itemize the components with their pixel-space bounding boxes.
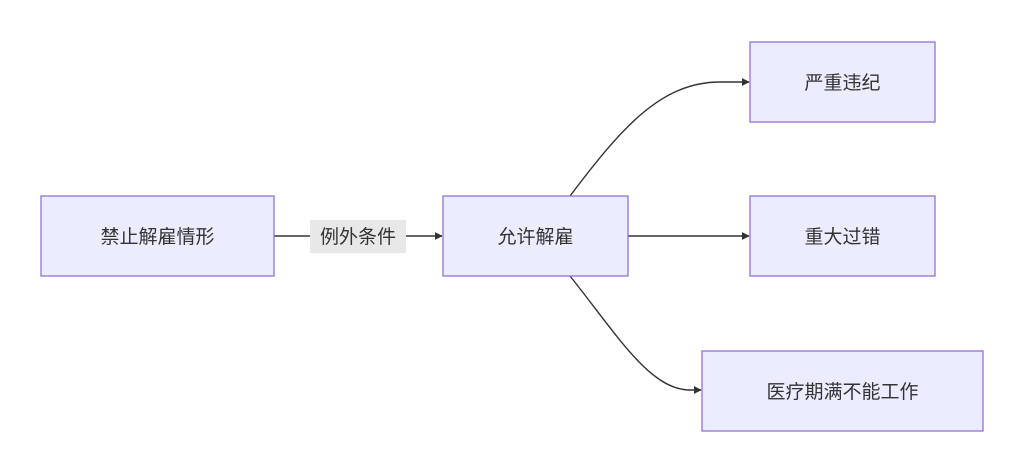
edge-allowed-to-incompetent: [569, 275, 702, 394]
node-box: [701, 350, 984, 432]
edge-label-exception-conditions: 例外条件: [310, 220, 406, 253]
node-label: 重大过错: [804, 226, 880, 248]
node-major-fault: 重大过错: [749, 195, 936, 277]
node-box: [749, 41, 936, 123]
node-box: [749, 195, 936, 277]
node-label: 禁止解雇情形: [100, 226, 214, 248]
node-prohibited-dismissal: 禁止解雇情形: [40, 195, 275, 277]
edge-label-background: [310, 220, 406, 253]
node-box: [40, 195, 275, 277]
node-label: 医疗期满不能工作: [766, 381, 918, 403]
edge-label-text: 例外条件: [320, 226, 396, 248]
node-serious-violation: 严重违纪: [749, 41, 936, 123]
node-label: 允许解雇: [497, 226, 573, 248]
node-allowed-dismissal: 允许解雇: [442, 195, 629, 277]
edge-allowed-to-serious-violation: [569, 78, 750, 197]
node-box: [442, 195, 629, 277]
node-label: 严重违纪: [804, 72, 880, 94]
node-incompetent-after-medical-leave: 医疗期满不能工作: [701, 350, 984, 432]
